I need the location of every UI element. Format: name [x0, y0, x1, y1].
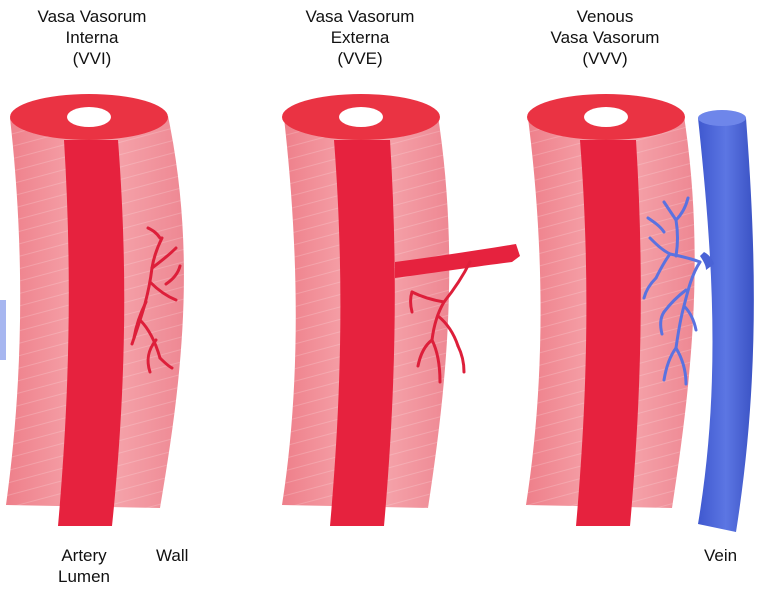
panel-title-line: Vasa Vasorum [505, 27, 705, 48]
artery-lumen-label: Artery Lumen [58, 545, 110, 587]
panel-title-line: (VVI) [0, 48, 192, 69]
artery-lumen-label-line: Artery [58, 545, 110, 566]
artery-lumen-label-line: Lumen [58, 566, 110, 587]
vein-label-text: Vein [704, 545, 737, 566]
wall-label: Wall [156, 545, 188, 566]
artery-vvv [526, 94, 700, 526]
panel-title-vvv: Venous Vasa Vasorum (VVV) [505, 6, 705, 69]
artery-top-opening [339, 107, 383, 127]
vein [698, 110, 754, 532]
artery-top-opening [67, 107, 111, 127]
left-edge-sliver [0, 300, 6, 360]
panel-title-line: (VVV) [505, 48, 705, 69]
panel-title-line: Vasa Vasorum [0, 6, 192, 27]
panel-title-line: Vasa Vasorum [260, 6, 460, 27]
panel-title-line: (VVE) [260, 48, 460, 69]
panel-title-line: Externa [260, 27, 460, 48]
panel-title-line: Venous [505, 6, 705, 27]
vein-body [698, 118, 754, 532]
wall-label-text: Wall [156, 545, 188, 566]
panel-title-vvi: Vasa Vasorum Interna (VVI) [0, 6, 192, 69]
artery-top-opening [584, 107, 628, 127]
artery-vve [282, 94, 520, 526]
vein-label: Vein [704, 545, 737, 566]
panel-title-vve: Vasa Vasorum Externa (VVE) [260, 6, 460, 69]
artery-vvi [6, 94, 184, 526]
panel-title-line: Interna [0, 27, 192, 48]
vein-top-opening [698, 110, 746, 126]
